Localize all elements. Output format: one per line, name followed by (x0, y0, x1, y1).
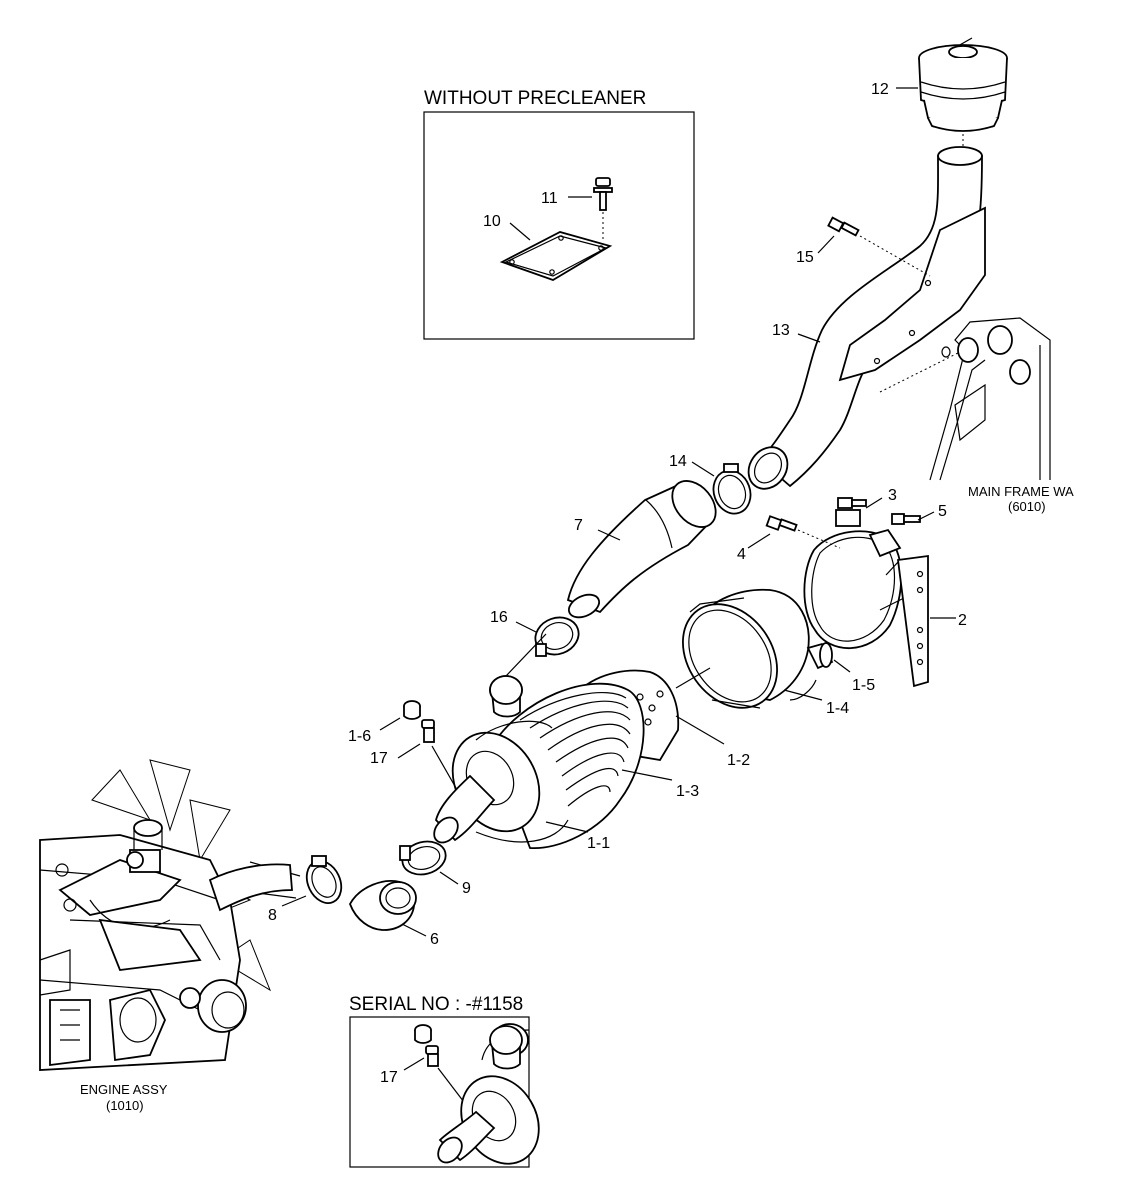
bolt-part-3 (837, 497, 867, 509)
bracket-part-2 (896, 554, 929, 688)
callout-8: 8 (268, 907, 277, 924)
end-cap-part-1-4 (675, 588, 817, 709)
engine-assy-code: (1010) (106, 1098, 144, 1113)
callout-1-6: 1-6 (348, 728, 371, 745)
bolt-part-11 (593, 177, 613, 240)
inset-serial-no: SERIAL NO : -#1158 (349, 994, 540, 1168)
serial-inset-title: SERIAL NO : -#1158 (349, 994, 523, 1015)
main-frame-code: (6010) (1008, 499, 1046, 514)
elbow-hose-part-6 (349, 880, 417, 931)
mounting-band-part-3 (803, 509, 911, 650)
callout-17: 17 (370, 750, 388, 767)
main-frame (879, 317, 1051, 481)
precleaner-part-12 (918, 37, 1008, 132)
cap-part-1-6 (403, 700, 421, 720)
callout-15: 15 (796, 249, 814, 266)
callout-13: 13 (772, 322, 790, 339)
hose-clamp-part-14 (712, 463, 752, 515)
inset-without-precleaner: WITHOUT PRECLEANER 11 10 (423, 88, 695, 340)
inset-title: WITHOUT PRECLEANER (424, 88, 646, 109)
bolt-part-4 (765, 515, 841, 549)
air-cleaner-assembly (433, 633, 680, 849)
callout-1-2: 1-2 (727, 752, 750, 769)
service-indicator-part-17 (421, 719, 457, 789)
callout-1-5: 1-5 (852, 677, 875, 694)
engine-assembly (39, 759, 293, 1071)
main-frame-label: MAIN FRAME WA (968, 484, 1074, 499)
callout-1-1: 1-1 (587, 835, 610, 852)
callout-11: 11 (541, 190, 558, 207)
callout-17-inset: 17 (380, 1069, 398, 1086)
bolt-part-5 (891, 513, 921, 525)
hose-clamp-part-9 (399, 840, 447, 876)
callout-14: 14 (669, 453, 687, 470)
vacuator-valve-part-1-5 (806, 642, 834, 670)
callout-5: 5 (938, 503, 947, 520)
callout-1-4: 1-4 (826, 700, 849, 717)
callout-1-3: 1-3 (676, 783, 699, 800)
callout-7: 7 (574, 517, 583, 534)
hose-part-7 (566, 480, 717, 619)
hose-clamp-part-8 (249, 855, 343, 904)
callout-16: 16 (490, 609, 508, 626)
callout-12: 12 (871, 81, 889, 98)
callout-3: 3 (888, 487, 897, 504)
callout-2: 2 (958, 612, 967, 629)
intake-pipe-part-13 (747, 146, 986, 490)
callout-9: 9 (462, 880, 471, 897)
bolt-part-15 (827, 216, 931, 277)
inset-frame (423, 111, 695, 340)
callout-6: 6 (430, 931, 439, 948)
cover-plate-part-10 (499, 231, 613, 281)
callout-10: 10 (483, 213, 501, 230)
engine-assy-label: ENGINE ASSY (80, 1082, 168, 1097)
serial-inset-frame (349, 1016, 530, 1168)
callout-4: 4 (737, 546, 746, 563)
hose-clamp-part-16 (534, 616, 580, 657)
